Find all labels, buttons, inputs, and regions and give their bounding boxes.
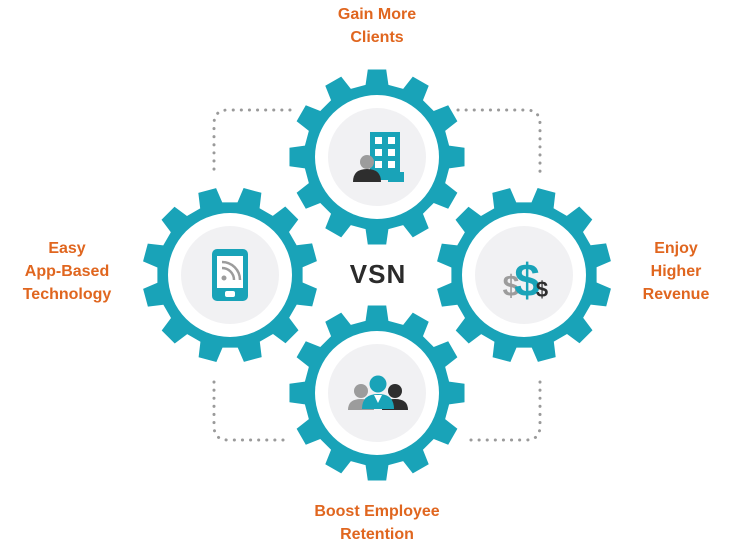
label-line: Boost Employee: [314, 503, 440, 520]
gear-inner-disc: [475, 226, 573, 324]
connector-top-right: [456, 108, 542, 178]
dollar-signs-icon: $ $ $: [503, 254, 548, 306]
gear-right: [437, 188, 611, 362]
center-vsn-label: VSN: [349, 259, 407, 289]
label-line: App-Based: [24, 263, 110, 280]
benefit-label-gain-more-clients: Gain More Clients: [277, 3, 477, 49]
svg-text:$: $: [514, 254, 540, 306]
dotted-connectors: [212, 108, 542, 442]
label-line: Clients: [350, 29, 404, 46]
label-line: Higher: [650, 263, 702, 280]
label-line: Easy: [48, 240, 86, 257]
label-line: Enjoy: [654, 240, 698, 257]
benefit-label-enjoy-higher-revenue: Enjoy Higher Revenue: [617, 237, 735, 306]
connector-bottom-right: [464, 380, 542, 442]
label-line: Revenue: [642, 286, 710, 303]
connector-bottom-left: [212, 380, 292, 442]
gear-bottom: [289, 305, 465, 481]
label-line: Gain More: [337, 6, 417, 23]
benefit-label-boost-employee-retention: Boost Employee Retention: [257, 500, 497, 546]
connector-top-left: [212, 108, 292, 178]
team-people-icon: [348, 375, 408, 410]
label-line: Technology: [22, 286, 112, 303]
label-line: Retention: [340, 526, 414, 543]
svg-text:$: $: [536, 277, 548, 302]
svg-text:$: $: [503, 270, 520, 303]
mobile-app-icon: [212, 249, 248, 301]
benefit-label-easy-app-based-technology: Easy App-Based Technology: [0, 237, 134, 306]
gear-inner-disc: [328, 344, 426, 442]
building-person-icon: [353, 132, 404, 182]
